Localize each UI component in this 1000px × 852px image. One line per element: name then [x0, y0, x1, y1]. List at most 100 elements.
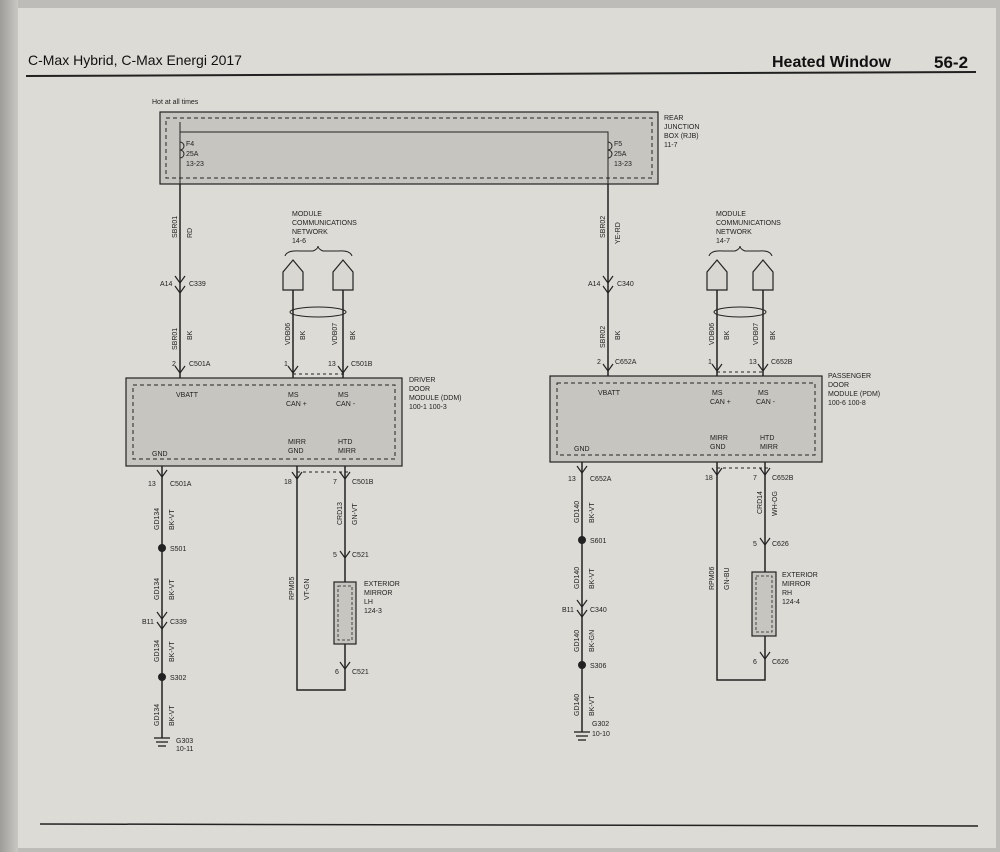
pdm-mirr-b: MIRR [760, 444, 778, 451]
pin-2-left: 2 [172, 361, 176, 368]
mirror-lh-element [337, 585, 353, 641]
mirror-lh-label-3: LH [364, 599, 373, 606]
network-right-1: MODULE [716, 211, 746, 218]
ddm-can-plus: CAN + [286, 401, 307, 408]
mirror-rh-label-1: EXTERIOR [782, 572, 818, 579]
wire-code-gd134-a: GD134 [154, 508, 161, 530]
conn-pin18-right [711, 467, 723, 477]
network-connector-4 [752, 259, 774, 291]
conn-pin7-right [759, 467, 771, 477]
pin-7-right: 7 [753, 475, 757, 482]
rjb-label-4: 11-7 [664, 142, 678, 149]
conn-c652b-mirror: C652B [772, 475, 794, 482]
wire-color-gd134-a: BK-VT [169, 509, 176, 530]
conn-c501b-label: C501B [351, 361, 373, 368]
wire-color-crd13: GN-VT [352, 503, 359, 526]
mirror-lh-label-1: EXTERIOR [364, 581, 400, 588]
wire-code-gd140-b: GD140 [574, 567, 581, 589]
pin-b11-right: B11 [562, 607, 574, 614]
mirror-rh-label-2: MIRROR [782, 581, 810, 588]
pdm-inner [556, 382, 816, 456]
wire-code-sbr02-a: SBR02 [600, 216, 607, 238]
rjb-label-2: JUNCTION [664, 124, 699, 131]
mirror-rh-label-3: RH [782, 590, 792, 597]
conn-c626-pin5 [759, 537, 771, 547]
conn-c339b-bottom [156, 621, 168, 631]
fuse-f5-amp: 25A [614, 151, 627, 158]
conn-c340-bottom [602, 285, 614, 295]
wire-mirror-loop-right [716, 462, 766, 681]
pin-a14-left: A14 [160, 281, 173, 288]
footer-rule [39, 823, 979, 827]
wire-color-crd14: WH-OG [772, 491, 779, 516]
wire-color-gd134-d: BK-VT [169, 705, 176, 726]
network-connector-1 [282, 259, 304, 291]
ddm-vbatt: VBATT [176, 392, 199, 399]
pdm-can-minus: CAN - [756, 399, 776, 406]
conn-c521-pin6 [339, 661, 351, 671]
fuse-f4-name: F4 [186, 141, 194, 148]
conn-pin18-left [291, 471, 303, 481]
conn-pin13-left [337, 365, 349, 375]
splice-s601-label: S601 [590, 538, 606, 545]
rjb-label-1: REAR [664, 115, 683, 122]
conn-c521-pin5 [339, 550, 351, 560]
conn-pin1-right [711, 363, 723, 373]
ddm-can-minus: CAN - [336, 401, 356, 408]
rjb-box [159, 111, 659, 185]
wire-color-gd140-c: BK-GN [589, 630, 596, 652]
splice-s501 [158, 544, 166, 552]
pin-6-right: 6 [753, 659, 757, 666]
pdm-mirr-a: MIRR [710, 435, 728, 442]
pdm-box [549, 375, 823, 463]
ground-g303-ref: 10-11 [176, 746, 193, 753]
conn-pin13-right [757, 363, 769, 373]
wire-color-gd140-d: BK-VT [589, 695, 596, 716]
conn-c501a-ground: C501A [170, 481, 192, 488]
pin-1-left: 1 [284, 361, 288, 368]
wire-mirror-loop-left [296, 466, 346, 691]
wire-color-gd134-b: BK-VT [169, 579, 176, 600]
pdm-ms-a: MS [712, 390, 723, 397]
ground-g302-label: G302 [592, 721, 609, 728]
pdm-label-4: 100-6 100-8 [828, 400, 866, 407]
ground-g302-ref: 10-10 [592, 731, 610, 738]
mirror-rh-label-4: 124-4 [782, 599, 800, 606]
ddm-box [125, 377, 403, 467]
pin-1-right: 1 [708, 359, 712, 366]
wire-color-vdb06-right: BK [724, 330, 731, 340]
pdm-htd: HTD [760, 435, 774, 442]
binding-fold [0, 0, 18, 852]
conn-c340b-label: C340 [590, 607, 607, 614]
ddm-ms-a: MS [288, 392, 299, 399]
twisted-pair-left [289, 306, 347, 318]
rjb-label-3: BOX (RJB) [664, 133, 699, 140]
conn-c652a-pin13 [576, 465, 588, 475]
conn-c339b-label: C339 [170, 619, 187, 626]
pdm-can-plus: CAN + [710, 399, 731, 406]
pin-18-right: 18 [705, 475, 713, 482]
conn-c652a-pin2 [602, 363, 614, 373]
header-rule [25, 71, 977, 77]
conn-c339-bottom [174, 285, 186, 295]
pin-2-right: 2 [597, 359, 601, 366]
fuse-f4 [179, 141, 185, 159]
conn-c626-pin6 [759, 651, 771, 661]
pin-13-left: 13 [328, 361, 336, 368]
ground-g303-label: G303 [176, 738, 193, 745]
splice-s601 [578, 536, 586, 544]
network-brace [284, 245, 353, 257]
wire-code-gd134-d: GD134 [154, 704, 161, 726]
fuse-f5 [607, 141, 613, 159]
splice-s306 [578, 661, 586, 669]
wire-color-sbr01-a: RD [187, 228, 194, 238]
conn-c340b-top [576, 599, 588, 609]
vehicle-title: C-Max Hybrid, C-Max Energi 2017 [28, 52, 242, 68]
network-connector-3 [706, 259, 728, 291]
wire-code-vdb07-left: VDB07 [332, 323, 339, 345]
ddm-htd: HTD [338, 439, 352, 446]
conn-pin7-left [339, 471, 351, 481]
ddm-label-2: DOOR [409, 386, 430, 393]
pdm-label-2: DOOR [828, 382, 849, 389]
